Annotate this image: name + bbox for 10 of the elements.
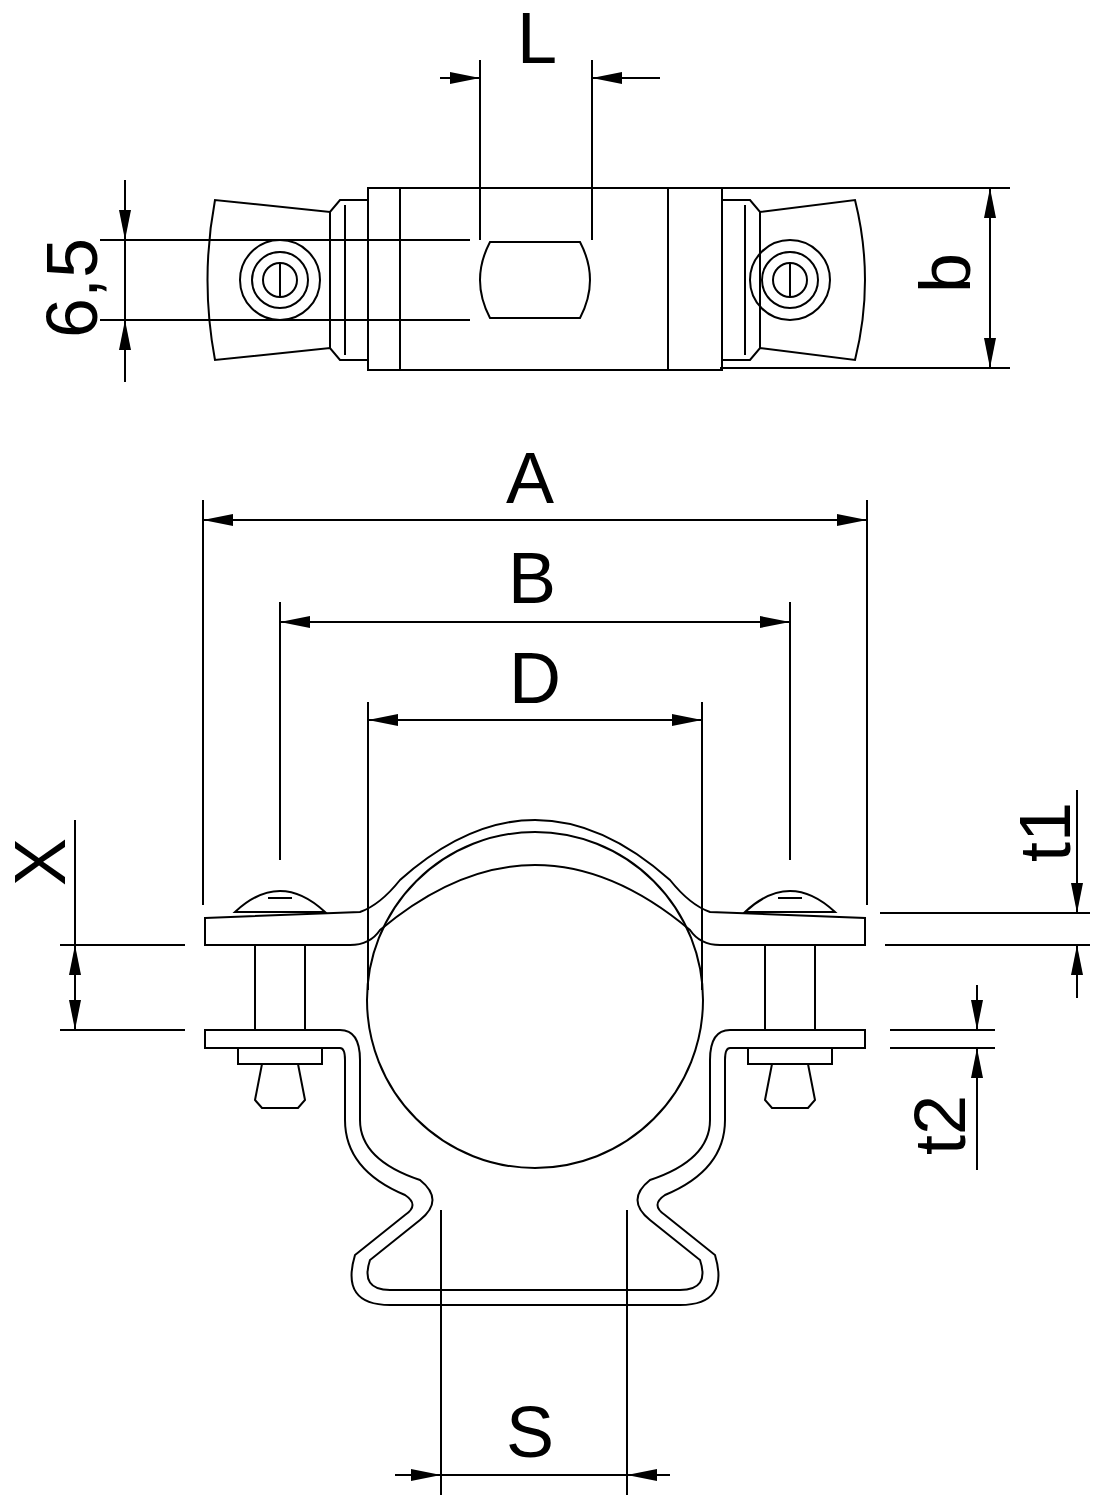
dimension-label: A [506, 442, 554, 514]
dimension-label: t1 [1009, 802, 1081, 862]
dimension-label: D [509, 642, 561, 714]
dimension-label: 6,5 [36, 237, 108, 339]
dimension-label: X [4, 838, 76, 886]
dimension-label: L [517, 2, 557, 74]
dimension-label: B [508, 542, 556, 614]
dimension-label: t2 [904, 1095, 976, 1155]
dimension-label: S [506, 1396, 554, 1468]
dimension-label: b [909, 253, 981, 293]
